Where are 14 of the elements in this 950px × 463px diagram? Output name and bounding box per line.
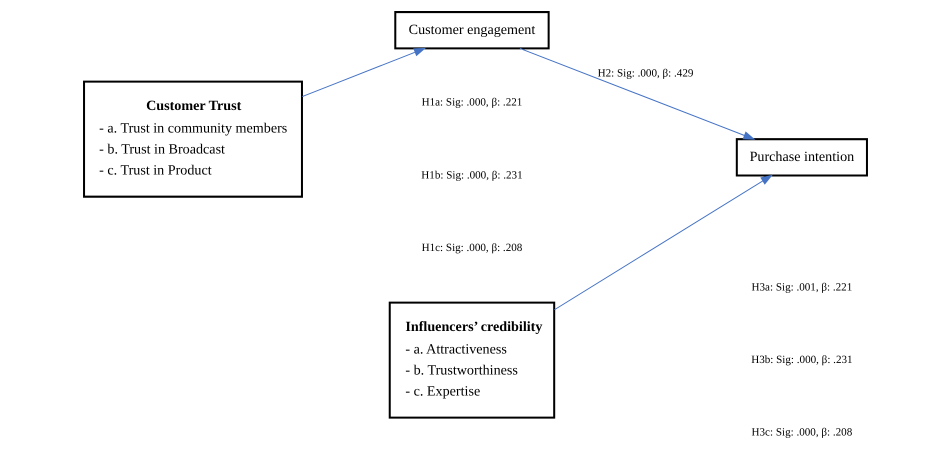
- label: H3a: Sig: .001, β: .221: [751, 281, 852, 294]
- node-box: Customer engagement: [394, 11, 550, 50]
- label: H1c: Sig: .000, β: .208: [421, 242, 522, 254]
- label: H1a: Sig: .000, β: .221: [421, 96, 522, 109]
- node-box: Influencers’ credibility - a. Attractiveness - b. Trustworthiness - c. Expertise: [388, 302, 555, 419]
- arrow: [519, 48, 755, 140]
- arrow: [554, 174, 772, 310]
- edge-label: H2: Sig: .000, β: .429: [597, 67, 693, 80]
- arrow: [302, 48, 426, 98]
- node-box: Customer Trust - a. Trust in community members - b. Trust in Broadcast - c. Trust in Product: [82, 80, 302, 198]
- label: H1b: Sig: .000, β: .231: [420, 169, 522, 182]
- label: H3b: Sig: .000, β: .231: [750, 354, 852, 366]
- label: H3c: Sig: .000, β: .208: [751, 426, 852, 439]
- node-box: Purchase intention: [735, 138, 868, 177]
